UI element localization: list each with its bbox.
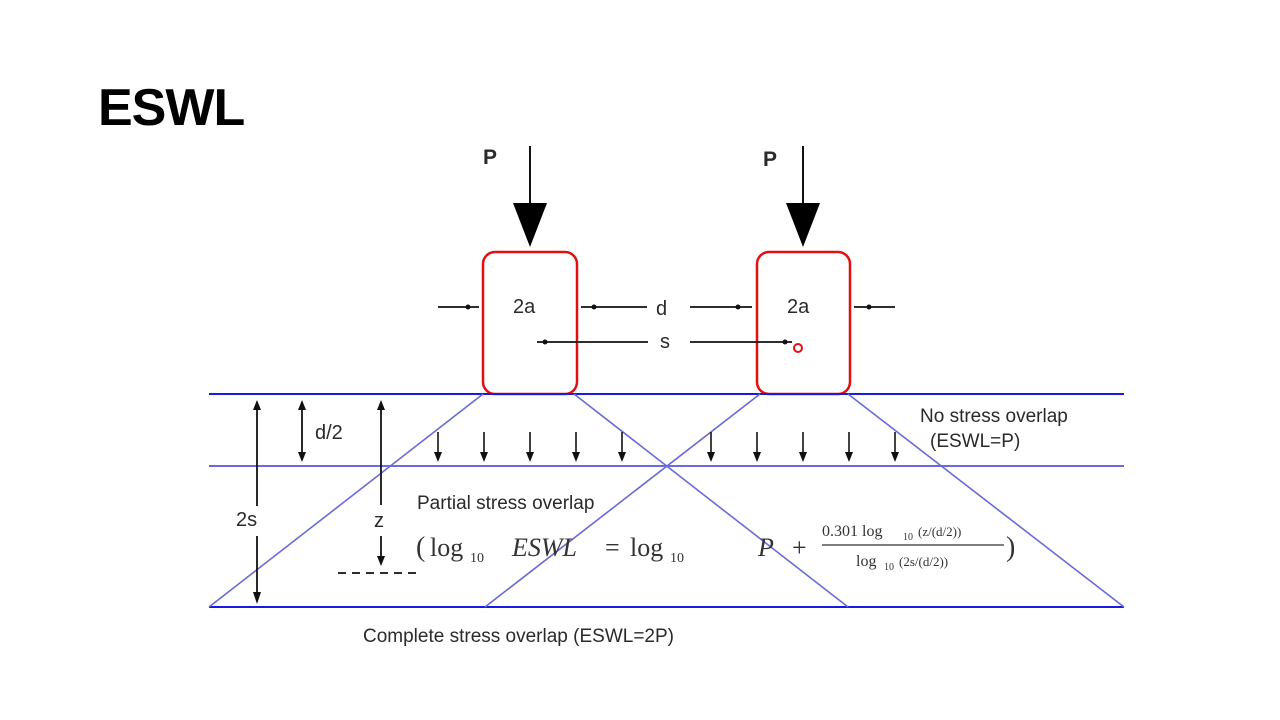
slide-title: ESWL xyxy=(98,79,245,137)
zone-no-overlap-line1: No stress overlap xyxy=(920,406,1068,427)
load-arrow-left xyxy=(513,146,547,247)
label-z: z xyxy=(374,510,384,532)
eq-rhs-log: log xyxy=(630,533,663,562)
dimension-2s xyxy=(253,400,261,604)
eq-open: ( xyxy=(416,532,425,563)
zone-complete-overlap: Complete stress overlap (ESWL=2P) xyxy=(363,626,674,647)
label-d2: d/2 xyxy=(315,422,343,444)
eq-plus: + xyxy=(792,533,807,562)
eq-num: 0.301 log xyxy=(822,523,882,540)
eq-close: ) xyxy=(1006,532,1015,563)
dimension-2a-left xyxy=(438,304,600,310)
stress-dispersion-lines xyxy=(208,393,1125,608)
eq-lhs-log: log xyxy=(430,533,463,562)
dimension-2a-right xyxy=(854,304,895,310)
eswl-equation: ( log 10 ESWL = log 10 P + 0.301 log 10 … xyxy=(416,523,1015,573)
dimension-s xyxy=(537,339,792,345)
eq-num-sub: 10 xyxy=(903,532,913,543)
zone-no-overlap-line2: (ESWL=P) xyxy=(930,431,1020,452)
tire-right xyxy=(755,250,852,396)
load-arrow-right xyxy=(786,146,820,247)
eq-den-frac: (2s/(d/2)) xyxy=(899,554,948,569)
pressure-arrows xyxy=(434,432,899,462)
label-2a-right: 2a xyxy=(787,296,810,318)
eq-num-frac: (z/(d/2)) xyxy=(918,524,961,539)
eq-rhs-var: P xyxy=(757,533,774,562)
zone-partial-overlap: Partial stress overlap xyxy=(417,493,594,514)
label-2a-left: 2a xyxy=(513,296,536,318)
eq-den-sub: 10 xyxy=(884,562,894,573)
tire-left xyxy=(481,250,579,396)
label-s: s xyxy=(660,331,670,353)
eq-den: log xyxy=(856,553,876,570)
eq-rhs-sub: 10 xyxy=(670,551,684,566)
label-d: d xyxy=(656,298,667,320)
load-label-right: P xyxy=(763,148,777,171)
cursor-indicator xyxy=(793,343,803,353)
dimension-d xyxy=(600,304,752,310)
load-label-left: P xyxy=(483,146,497,169)
eq-equals: = xyxy=(605,533,620,562)
dimension-z xyxy=(338,400,420,574)
label-2s: 2s xyxy=(236,509,257,531)
eq-lhs-var: ESWL xyxy=(511,533,577,562)
eq-lhs-sub: 10 xyxy=(470,551,484,566)
dimension-d2 xyxy=(298,400,306,462)
